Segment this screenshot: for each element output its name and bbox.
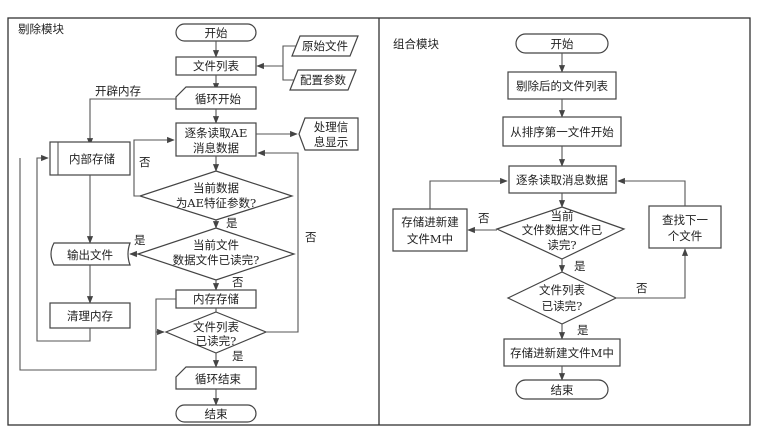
display-info-label-1: 处理信 xyxy=(314,120,349,134)
right-end-terminal xyxy=(515,379,609,400)
arrow xyxy=(617,177,686,206)
is-ae-yes-label: 是 xyxy=(226,216,238,230)
is-ae-label-2: 为AE特征参数? xyxy=(176,196,256,210)
config-params-data xyxy=(289,69,357,91)
arrow xyxy=(86,98,176,146)
store-new-box xyxy=(392,208,468,252)
arrow xyxy=(133,136,175,197)
left-panel: 剔除模块 开始 文件列表 原始文件 配置参数 循环开始 开辟内存 逐条读取AE … xyxy=(18,22,359,423)
read-ae-label-2: 消息数据 xyxy=(193,141,239,155)
filtered-list-box xyxy=(507,71,617,100)
file-done-label-1: 当前文件 xyxy=(193,238,239,252)
display-info-label-2: 息显示 xyxy=(314,135,349,149)
left-end-terminal xyxy=(175,404,257,423)
filtered-list-label: 剔除后的文件列表 xyxy=(516,79,608,93)
arrow xyxy=(616,248,689,299)
output-file-shape xyxy=(50,242,131,266)
is-ae-no-label: 否 xyxy=(139,155,151,169)
raw-file-label: 原始文件 xyxy=(302,39,348,53)
arrow xyxy=(429,177,508,209)
clear-memory-label: 清理内存 xyxy=(67,309,113,323)
right-list-done-decision xyxy=(506,271,618,325)
is-ae-label-1: 当前数据 xyxy=(193,181,239,195)
left-start-label: 开始 xyxy=(205,26,228,40)
right-list-done-no-label: 否 xyxy=(636,281,648,295)
clear-memory-box xyxy=(49,302,131,329)
internal-storage-label: 内部存储 xyxy=(69,152,115,166)
right-file-done-label-2: 文件数据文件已 xyxy=(522,223,603,237)
right-start-label: 开始 xyxy=(551,37,574,51)
file-done-no-label: 否 xyxy=(232,275,244,289)
file-done-yes-label: 是 xyxy=(134,233,146,247)
right-list-done-yes-label: 是 xyxy=(577,323,589,337)
right-file-done-label-3: 读完? xyxy=(547,238,576,252)
from-first-label: 从排序第一文件开始 xyxy=(510,125,614,139)
right-file-done-no-label: 否 xyxy=(478,211,490,225)
loop-start-label: 循环开始 xyxy=(195,92,241,106)
display-info-shape xyxy=(298,117,359,151)
right-list-done-label-1: 文件列表 xyxy=(539,283,585,297)
store-final-box xyxy=(503,338,621,367)
alloc-memory-label: 开辟内存 xyxy=(95,84,141,98)
memory-storage-label: 内存存储 xyxy=(193,292,239,306)
left-end-label: 结束 xyxy=(205,407,228,421)
list-done-label-1: 文件列表 xyxy=(193,320,239,334)
list-done-yes-label: 是 xyxy=(232,349,244,363)
read-ae-box xyxy=(175,122,257,157)
list-done-label-2: 已读完? xyxy=(196,334,237,348)
arrow xyxy=(257,149,299,333)
right-file-done-yes-label: 是 xyxy=(574,259,586,273)
right-panel-title: 组合模块 xyxy=(393,37,439,51)
store-new-label-1: 存储进新建 xyxy=(401,215,459,229)
connector xyxy=(19,158,176,371)
left-panel-title: 剔除模块 xyxy=(18,22,64,36)
find-next-label-2: 个文件 xyxy=(668,229,703,243)
output-file-label: 输出文件 xyxy=(67,248,113,262)
left-file-list-label: 文件列表 xyxy=(193,59,239,73)
store-final-label: 存储进新建文件M中 xyxy=(510,346,614,360)
find-next-label-1: 查找下一 xyxy=(662,213,708,227)
right-panel: 组合模块 开始 剔除后的文件列表 从排序第一文件开始 逐条读取消息数据 当前 文… xyxy=(392,33,722,400)
read-ae-label-1: 逐条读取AE xyxy=(185,126,248,140)
read-msg-label: 逐条读取消息数据 xyxy=(516,173,608,187)
right-file-done-label-1: 当前 xyxy=(551,209,574,223)
raw-file-data xyxy=(291,35,359,57)
right-end-label: 结束 xyxy=(551,383,574,397)
arrow xyxy=(36,154,91,342)
list-done-no-label: 否 xyxy=(305,230,317,244)
right-list-done-label-2: 已读完? xyxy=(542,299,583,313)
file-done-label-2: 数据文件已读完? xyxy=(173,253,260,267)
config-params-label: 配置参数 xyxy=(300,73,346,87)
store-new-label-2: 文件M中 xyxy=(407,232,453,246)
loop-end-label: 循环结束 xyxy=(195,372,241,386)
connector xyxy=(282,45,296,81)
